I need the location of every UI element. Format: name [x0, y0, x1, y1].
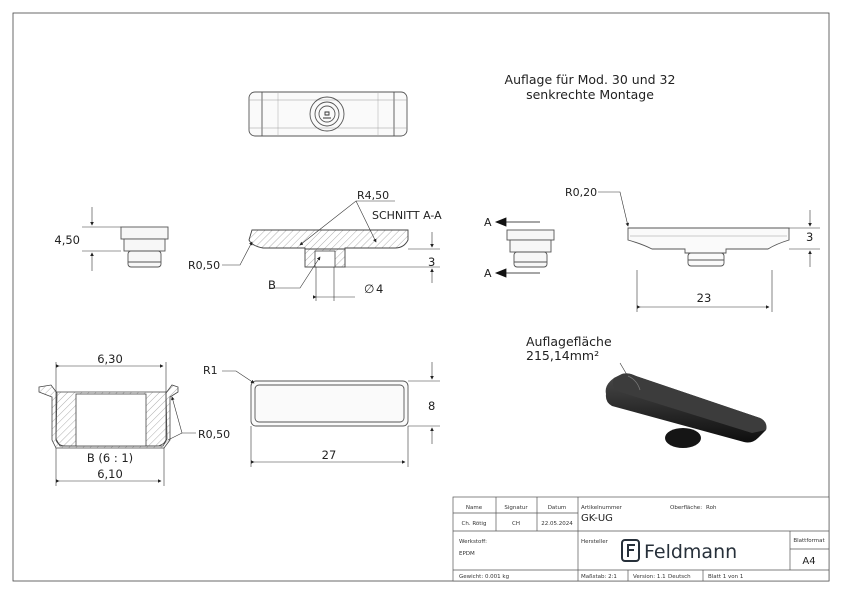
note-line-1: Auflage für Mod. 30 und 32 — [505, 72, 676, 87]
right-length-dim: 23 — [697, 291, 712, 305]
marker-a-lower: A — [484, 267, 492, 280]
tb-oberflaeche-label: Oberfläche: — [670, 505, 702, 511]
tb-signatur-value: CH — [512, 521, 520, 527]
bottom-length-dim: 27 — [322, 448, 337, 462]
diameter-symbol: ∅ — [364, 282, 374, 296]
bottom-radius: R1 — [203, 364, 218, 377]
tb-werkstoff-value: EPDM — [459, 551, 475, 557]
tb-datum-header: Datum — [548, 505, 567, 511]
tb-signatur-header: Signatur — [504, 505, 528, 511]
section-height-dim: 3 — [428, 255, 435, 269]
diameter-value: 4 — [376, 282, 383, 296]
section-markers — [494, 217, 540, 278]
right-radius: R0,20 — [565, 186, 597, 199]
3d-render — [605, 373, 767, 448]
section-title: SCHNITT A-A — [372, 209, 442, 222]
tb-version: Version: 1.1 — [633, 574, 666, 580]
tb-blattformat-label: Blattformat — [793, 538, 825, 544]
tb-blatt: Blatt 1 von 1 — [708, 574, 743, 580]
top-view — [248, 91, 408, 137]
tb-massstab: Maßstab: 2:1 — [581, 574, 617, 580]
bottom-view — [222, 362, 440, 467]
sheet-border — [12, 12, 830, 582]
area-label: Auflagefläche — [526, 334, 612, 349]
tb-datum-value: 22.05.2024 — [541, 521, 573, 527]
feldmann-logo-icon — [621, 539, 640, 562]
section-view — [222, 200, 440, 301]
detail-bottom-width: 6,10 — [97, 467, 123, 481]
tb-name-header: Name — [466, 505, 483, 511]
tb-brand-name: Feldmann — [644, 541, 737, 563]
right-height-dim: 3 — [806, 230, 813, 244]
tb-hersteller-label: Hersteller — [581, 539, 609, 545]
tb-werkstoff-label: Werkstoff: — [459, 539, 487, 545]
detail-radius: R0,50 — [198, 428, 230, 441]
detail-top-width: 6,30 — [97, 352, 123, 366]
title-block — [452, 496, 830, 582]
tb-oberflaeche-value: Roh — [706, 505, 717, 511]
section-radius-left: R0,50 — [188, 259, 220, 272]
bottom-width-dim: 8 — [428, 399, 435, 413]
tb-artikel-value: GK-UG — [581, 513, 613, 524]
detail-label-b: B — [268, 278, 276, 292]
marker-a-upper: A — [484, 216, 492, 229]
detail-caption: B (6 : 1) — [87, 451, 133, 465]
section-radius-top: R4,50 — [357, 189, 389, 202]
tb-artikel-label: Artikelnummer — [581, 505, 623, 511]
side-view — [82, 207, 169, 271]
detail-b-view — [38, 362, 196, 486]
front-view — [506, 229, 555, 268]
area-value: 215,14mm² — [526, 348, 599, 363]
right-view — [598, 191, 820, 312]
note-line-2: senkrechte Montage — [526, 87, 654, 102]
tb-sprache: Deutsch — [668, 574, 691, 580]
side-height-dim: 4,50 — [54, 233, 80, 247]
tb-gewicht: Gewicht: 0.001 kg — [459, 574, 509, 580]
tb-blattformat-value: A4 — [802, 556, 815, 567]
tb-name-value: Ch. Rötig — [462, 521, 487, 527]
